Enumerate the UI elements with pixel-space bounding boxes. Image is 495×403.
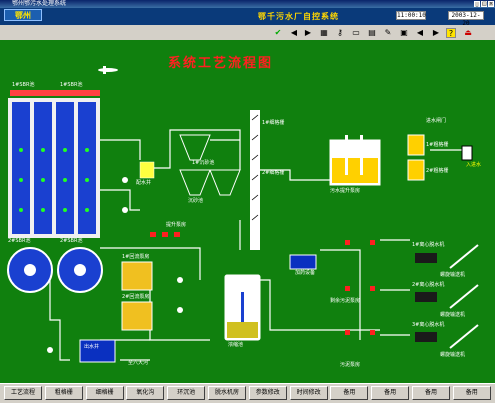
arrow-right-icon-2[interactable]: ▶ [432,28,440,37]
company-logo: 鄂州 [4,9,42,21]
sbr-status-dots [19,148,89,212]
airplane-icon [98,66,118,74]
grit-chambers[interactable] [179,134,241,196]
calculator-icon[interactable]: ▦ [320,28,328,37]
label-conveyor-1: 螺旋输送机 [440,272,466,278]
app-header [0,8,495,25]
dewatering-machines[interactable] [415,253,437,342]
arrow-right-icon[interactable]: ▶ [304,28,312,37]
tab-9[interactable]: 备用 [371,386,410,400]
label-out-sink: 出水井 [84,344,100,350]
sbr-tank-group[interactable] [8,90,100,238]
label-fine-screen-2: 2#细格栅 [262,170,285,176]
label-to-river: 至六大河 [128,360,149,366]
process-diagram-canvas [7,66,479,363]
tab-7[interactable]: 时间修改 [289,386,328,400]
tab-4[interactable]: 环沉池 [167,386,206,400]
system-name: 鄂千污水厂自控系统 [258,12,339,21]
label-dewatering-2: 2#离心脱水机 [412,282,445,288]
tab-3[interactable]: 氧化沟 [126,386,165,400]
label-aeration: 1#沉砂池 [192,160,215,166]
sludge-pump-tanks[interactable] [121,261,153,331]
window-title: 鄂州鄂污水处理系统 [12,0,67,7]
close-button[interactable]: × [488,1,494,7]
arrow-left-icon[interactable]: ◀ [290,28,298,37]
label-sludge-pump-1: 1#回流泵房 [122,254,150,260]
pencil-icon[interactable]: ✎ [384,28,392,37]
label-coarse-screen-1: 1#粗格栅 [426,142,449,148]
tab-5[interactable]: 脱水机房 [208,386,246,400]
outlet-tank[interactable] [79,339,116,363]
label-water-inlet: 进水闸门 [426,118,447,124]
pump-house[interactable] [329,135,381,186]
label-coarse-screen-2: 2#粗格栅 [426,168,449,174]
tab-8[interactable]: 备用 [330,386,369,400]
process-diagram: 系统工艺流程图 1#SBR池 1#SBR池 2#SBR池 2#SBR池 配水井 … [0,40,495,383]
label-grit-chamber: 沉砂池 [188,198,204,204]
label-sludge-pump-room: 污泥泵房 [340,362,361,368]
book-icon[interactable]: ▤ [368,28,376,37]
distribution-well[interactable] [139,161,155,179]
date-display: 2003-12-20 [448,11,484,27]
label-sbr-left: 1#SBR池 [12,82,35,88]
screw-conveyors [449,244,479,349]
time-display: 11:00:10 [396,11,426,20]
folder-icon[interactable]: ▭ [352,28,360,37]
label-sludge-pump-2: 2#回流泵房 [122,294,150,300]
key-icon[interactable]: ⚷ [337,28,343,37]
tab-1[interactable]: 粗格栅 [44,386,83,400]
check-icon[interactable]: ✔ [274,28,282,37]
label-dewatering-3: 3#离心脱水机 [412,322,445,328]
tab-11[interactable]: 备用 [452,386,491,400]
window-titlebar: 鄂州鄂污水处理系统 _ □ × [0,0,495,8]
maximize-button[interactable]: □ [481,1,487,7]
label-sbr-bottom-right: 2#SBR池 [60,238,83,244]
minimize-button[interactable]: _ [474,1,480,7]
label-dewatering-1: 1#离心脱水机 [412,242,445,248]
label-reg-tank: 污水提升泵房 [330,188,361,194]
secondary-clarifiers[interactable] [7,247,103,293]
label-sbr-right: 1#SBR池 [60,82,83,88]
coarse-screens[interactable] [407,134,473,181]
tab-2[interactable]: 细格栅 [85,386,124,400]
pumps[interactable] [47,177,183,353]
label-conveyor-3: 螺旋输送机 [440,352,466,358]
thickener[interactable] [224,274,261,341]
label-conveyor-2: 螺旋输送机 [440,312,466,318]
label-pac-room: 加药设备 [295,270,316,276]
exit-icon[interactable]: ⏏ [464,28,472,37]
label-sludge-line: 剩余污泥泵房 [330,298,361,304]
label-inlet: 入进水 [466,162,482,168]
label-fine-screen-1: 1#细格栅 [262,120,285,126]
valves[interactable] [150,232,375,335]
printer-icon[interactable]: ▣ [400,28,408,37]
label-sbr-bottom-left: 2#SBR池 [8,238,31,244]
label-pump-house: 提升泵房 [166,222,187,228]
arrow-left-icon-2[interactable]: ◀ [416,28,424,37]
tab-10[interactable]: 备用 [412,386,450,400]
tab-0[interactable]: 工艺流程 [4,386,42,400]
fine-screens[interactable] [250,110,260,250]
label-distribution-well: 配水井 [136,180,152,186]
label-thickener: 浓缩池 [228,342,244,348]
page-title: 系统工艺流程图 [168,56,274,71]
tab-6[interactable]: 参数修改 [248,386,287,400]
help-icon[interactable]: ? [446,28,456,38]
pac-unit[interactable] [289,254,317,270]
